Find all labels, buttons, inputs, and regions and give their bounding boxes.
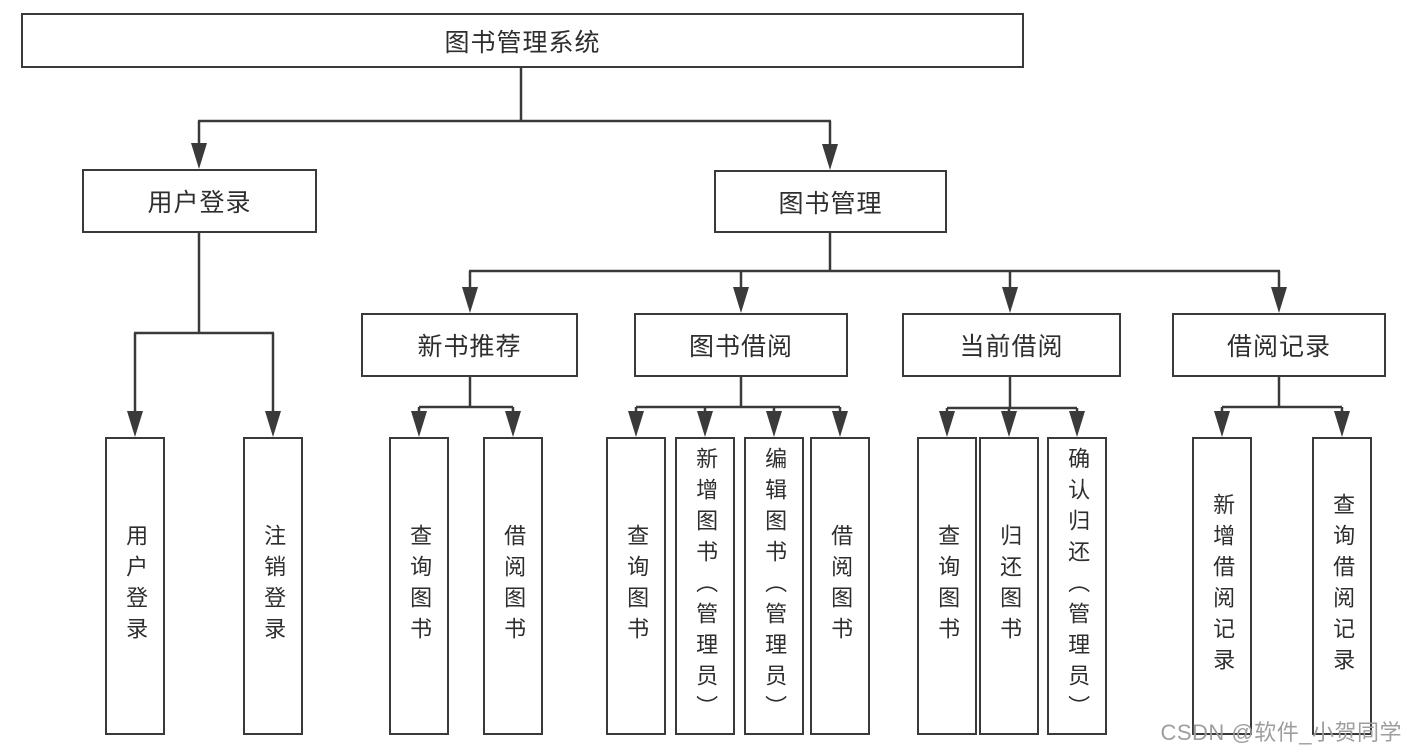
leaf-logout: 注销登录	[243, 437, 303, 735]
node-new-book-recommendation-label: 新书推荐	[417, 333, 522, 361]
leaf-query-books-recommend-label: 查询图书	[407, 524, 433, 648]
leaf-query-borrow-record-label: 查询借阅记录	[1330, 493, 1356, 679]
leaf-user-login-label: 用户登录	[123, 524, 149, 648]
watermark: CSDN @软件_小贺同学	[1160, 720, 1402, 745]
node-current-borrowing-label: 当前借阅	[959, 333, 1064, 361]
leaf-add-borrow-record: 新增借阅记录	[1192, 437, 1252, 735]
node-book-borrowing-label: 图书借阅	[688, 333, 793, 361]
leaf-add-book-admin-label: 新增图书（管理员）	[693, 446, 719, 726]
leaf-borrow-books: 借阅图书	[810, 437, 870, 735]
node-user-login-label: 用户登录	[147, 189, 252, 217]
leaf-borrow-books-recommend: 借阅图书	[483, 437, 543, 735]
node-book-management-label: 图书管理	[778, 189, 883, 218]
leaf-add-book-admin: 新增图书（管理员）	[675, 437, 735, 735]
leaf-query-books-recommend: 查询图书	[389, 437, 449, 735]
node-borrowing-records-label: 借阅记录	[1226, 333, 1331, 361]
node-new-book-recommendation: 新书推荐	[361, 313, 578, 377]
leaf-query-books-current: 查询图书	[917, 437, 977, 735]
leaf-return-book-label: 归还图书	[997, 524, 1023, 648]
leaf-borrow-books-recommend-label: 借阅图书	[501, 524, 527, 648]
leaf-query-books-current-label: 查询图书	[935, 524, 961, 648]
node-root-label: 图书管理系统	[444, 28, 601, 57]
leaf-query-borrow-record: 查询借阅记录	[1312, 437, 1372, 735]
leaf-confirm-return-admin-label: 确认归还（管理员）	[1065, 446, 1091, 726]
node-root: 图书管理系统	[21, 13, 1024, 68]
leaf-edit-book-admin-label: 编辑图书（管理员）	[762, 446, 788, 726]
leaf-confirm-return-admin: 确认归还（管理员）	[1047, 437, 1107, 735]
leaf-query-books-borrowing: 查询图书	[606, 437, 666, 735]
leaf-return-book: 归还图书	[979, 437, 1039, 735]
leaf-user-login: 用户登录	[105, 437, 165, 735]
node-book-management: 图书管理	[714, 170, 947, 233]
leaf-borrow-books-label: 借阅图书	[828, 524, 854, 648]
node-user-login: 用户登录	[82, 169, 317, 233]
leaf-query-books-borrowing-label: 查询图书	[624, 524, 650, 648]
leaf-logout-label: 注销登录	[261, 524, 287, 648]
leaf-edit-book-admin: 编辑图书（管理员）	[744, 437, 804, 735]
node-book-borrowing: 图书借阅	[634, 313, 848, 377]
node-current-borrowing: 当前借阅	[902, 313, 1121, 377]
leaf-add-borrow-record-label: 新增借阅记录	[1210, 493, 1236, 679]
node-borrowing-records: 借阅记录	[1172, 313, 1386, 377]
